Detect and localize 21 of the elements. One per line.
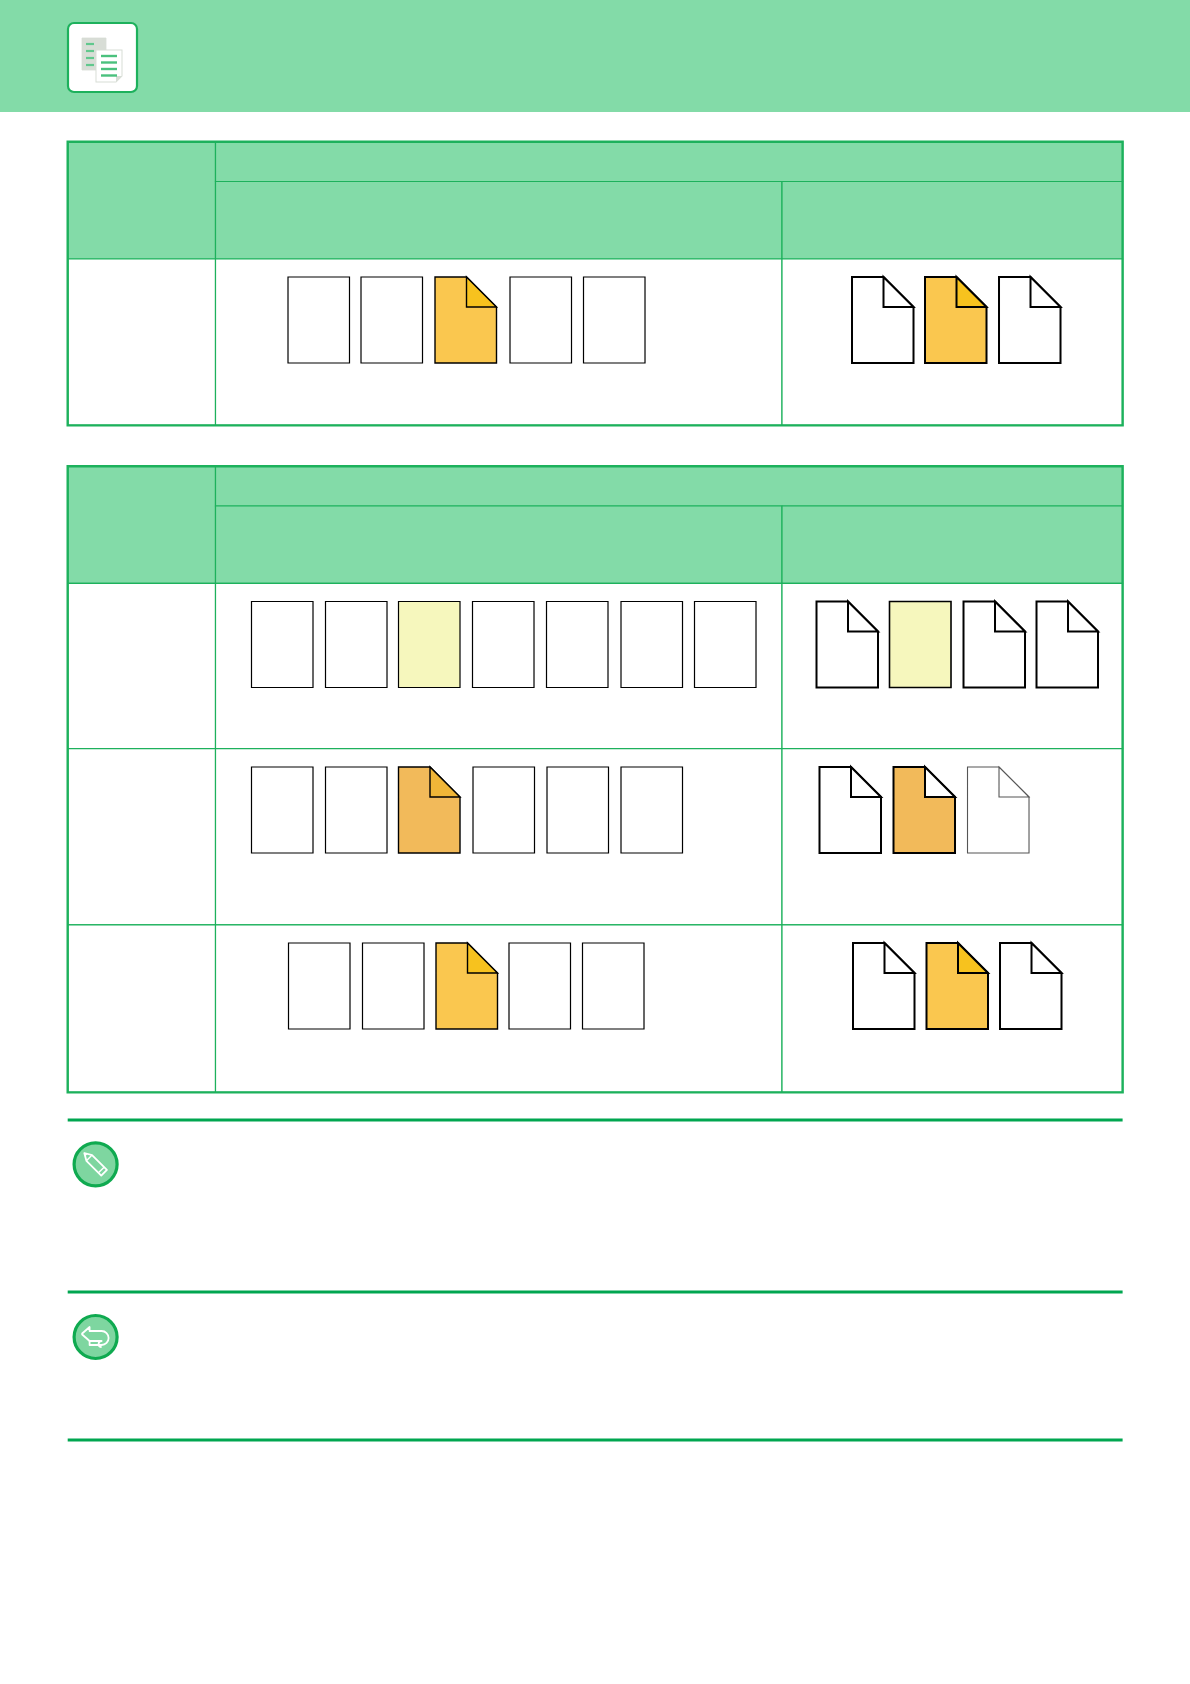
- paper-sheet: [250, 600, 314, 689]
- paper-sheet: [287, 276, 351, 364]
- paper-sheet: [361, 942, 425, 1030]
- paper-sheet: [472, 766, 536, 854]
- paper-sheet: [546, 766, 610, 854]
- paper-sheet: [582, 276, 646, 364]
- paper-sheet: [620, 766, 684, 854]
- paper-sheet: [250, 766, 314, 854]
- paper-sheet: [287, 942, 351, 1030]
- paper-sheet: [509, 276, 573, 364]
- paper-sheet: [888, 600, 952, 689]
- paper-sheet: [693, 600, 757, 689]
- paper-sheet: [620, 600, 684, 689]
- paper-sheet: [397, 600, 461, 689]
- paper-sheet: [545, 600, 609, 689]
- paper-sheet: [360, 276, 424, 364]
- paper-sheet: [324, 766, 388, 854]
- paper-sheet: [581, 942, 645, 1030]
- paper-sheet: [471, 600, 535, 689]
- paper-sheet: [508, 942, 572, 1030]
- paper-sheet: [324, 600, 388, 689]
